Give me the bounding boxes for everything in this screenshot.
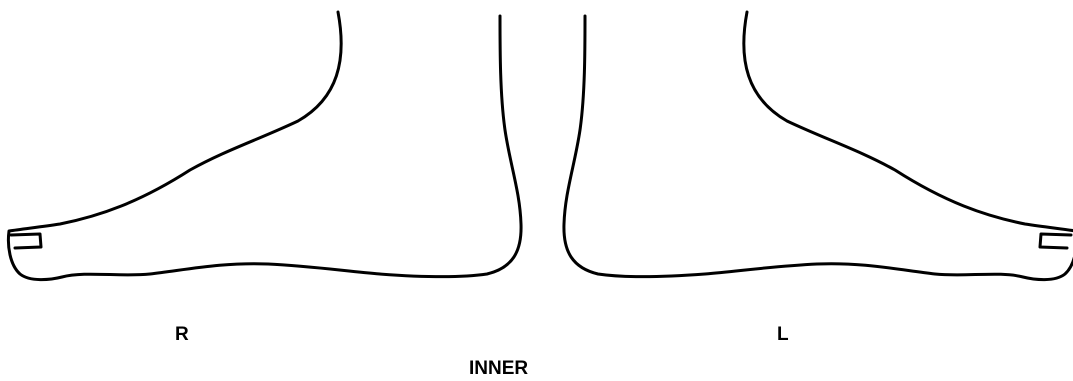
right-foot-label: R: [175, 325, 189, 344]
right-foot-outline-icon: [8, 12, 521, 280]
view-label: INNER: [469, 359, 528, 378]
left-foot-outline-icon: [564, 12, 1073, 280]
left-foot-label: L: [777, 325, 789, 344]
